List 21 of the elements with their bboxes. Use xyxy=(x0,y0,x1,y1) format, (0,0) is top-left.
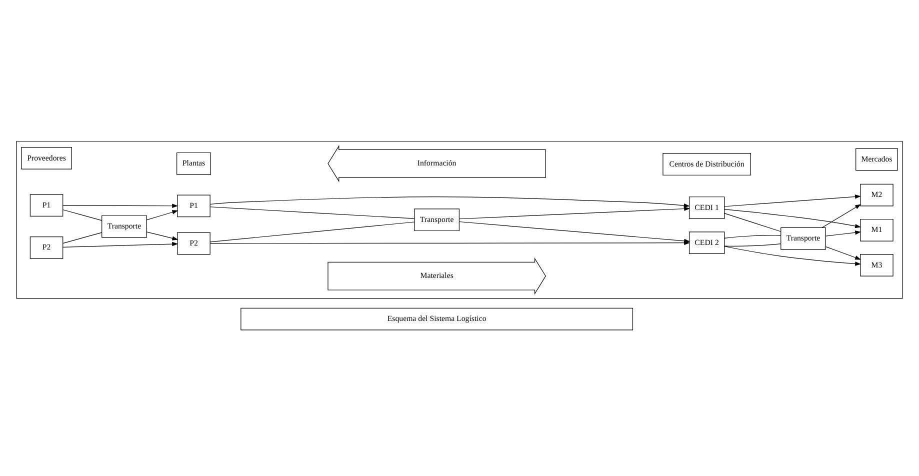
connector xyxy=(724,244,782,246)
arrow xyxy=(146,232,178,240)
cluster xyxy=(16,140,903,299)
arrow xyxy=(210,196,690,208)
arrow xyxy=(724,194,862,207)
arrow xyxy=(62,204,178,208)
arrow xyxy=(825,230,862,236)
arrow xyxy=(724,209,862,228)
arrow xyxy=(822,204,862,228)
connector xyxy=(724,212,782,232)
connector xyxy=(724,234,782,238)
arrow xyxy=(825,246,862,260)
arrow xyxy=(146,210,178,220)
connector xyxy=(210,222,415,242)
connector xyxy=(62,232,102,244)
arrow xyxy=(62,242,178,248)
connector xyxy=(62,209,102,221)
arrow xyxy=(724,246,862,266)
connector xyxy=(210,206,415,219)
arrow xyxy=(459,221,690,244)
arrow xyxy=(459,206,690,220)
